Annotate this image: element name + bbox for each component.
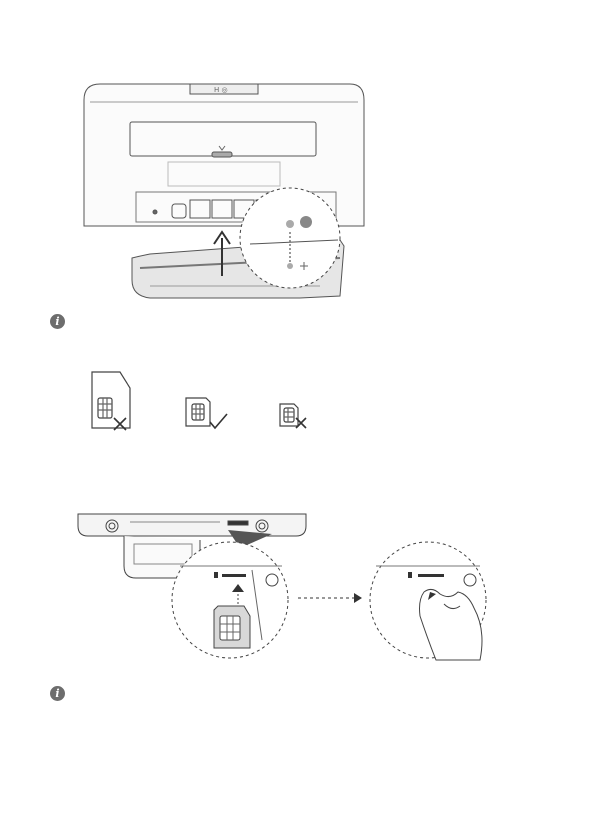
- info-icon: i: [50, 686, 65, 701]
